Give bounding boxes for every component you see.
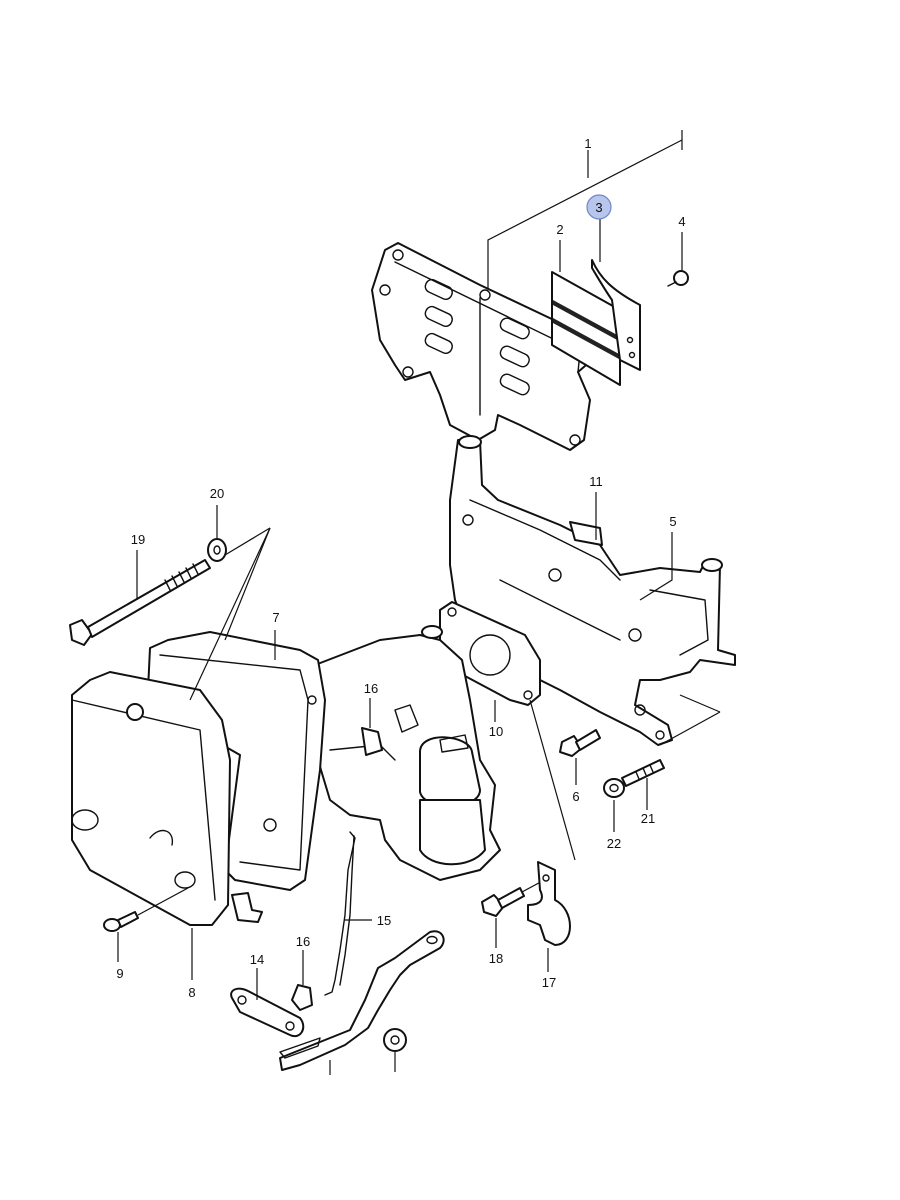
callout-14[interactable]: 14 <box>250 952 264 967</box>
callout-7[interactable]: 7 <box>272 610 279 625</box>
callout-2[interactable]: 2 <box>556 222 563 237</box>
long-bolt[interactable] <box>69 550 211 646</box>
hex-bolt-6[interactable] <box>559 729 601 785</box>
callout-21[interactable]: 21 <box>641 811 655 826</box>
callout-11[interactable]: 11 <box>589 474 603 489</box>
callout-16-lower[interactable]: 16 <box>296 934 310 949</box>
leader-group-20 <box>189 527 271 701</box>
star-washer[interactable] <box>383 1028 407 1072</box>
fitting-upper[interactable] <box>361 698 383 756</box>
fitting-lower[interactable] <box>291 950 313 1011</box>
callout-6[interactable]: 6 <box>572 789 579 804</box>
callout-9[interactable]: 9 <box>116 966 123 981</box>
reed-petal[interactable] <box>551 271 621 386</box>
callout-16-upper[interactable]: 16 <box>364 681 378 696</box>
throttle-lever[interactable] <box>279 930 445 1075</box>
leader-group-1 <box>487 130 683 300</box>
reed-plate-slots-right <box>499 317 530 396</box>
callout-3-highlight <box>586 194 612 220</box>
hex-bolt-18[interactable] <box>481 877 549 948</box>
carburetor[interactable] <box>314 625 501 881</box>
washer-20[interactable] <box>207 505 227 562</box>
callout-3[interactable]: 3 <box>595 200 602 215</box>
link-rod[interactable] <box>324 831 372 996</box>
reed-stopper[interactable] <box>591 259 641 371</box>
callout-labels: 1 2 3 4 5 6 7 8 9 10 11 14 15 16 16 17 1… <box>116 136 685 1000</box>
callout-18[interactable]: 18 <box>489 951 503 966</box>
callout-22[interactable]: 22 <box>607 836 621 851</box>
reed-plate-slots-left <box>424 278 453 354</box>
link-plate[interactable] <box>230 968 305 1038</box>
callout-4[interactable]: 4 <box>678 214 685 229</box>
callout-10[interactable]: 10 <box>489 724 503 739</box>
callout-1[interactable]: 1 <box>584 136 591 151</box>
silencer-cover[interactable] <box>71 671 263 980</box>
callout-19[interactable]: 19 <box>131 532 145 547</box>
callout-5[interactable]: 5 <box>669 514 676 529</box>
stud-bolt-21[interactable] <box>621 759 665 810</box>
cover-screw[interactable] <box>103 887 189 962</box>
callout-15[interactable]: 15 <box>377 913 391 928</box>
hose-clamp[interactable] <box>527 861 571 972</box>
flange-nut-22[interactable] <box>603 778 625 832</box>
callout-20[interactable]: 20 <box>210 486 224 501</box>
callout-8[interactable]: 8 <box>188 985 195 1000</box>
callout-17[interactable]: 17 <box>542 975 556 990</box>
small-screw[interactable] <box>667 232 689 287</box>
